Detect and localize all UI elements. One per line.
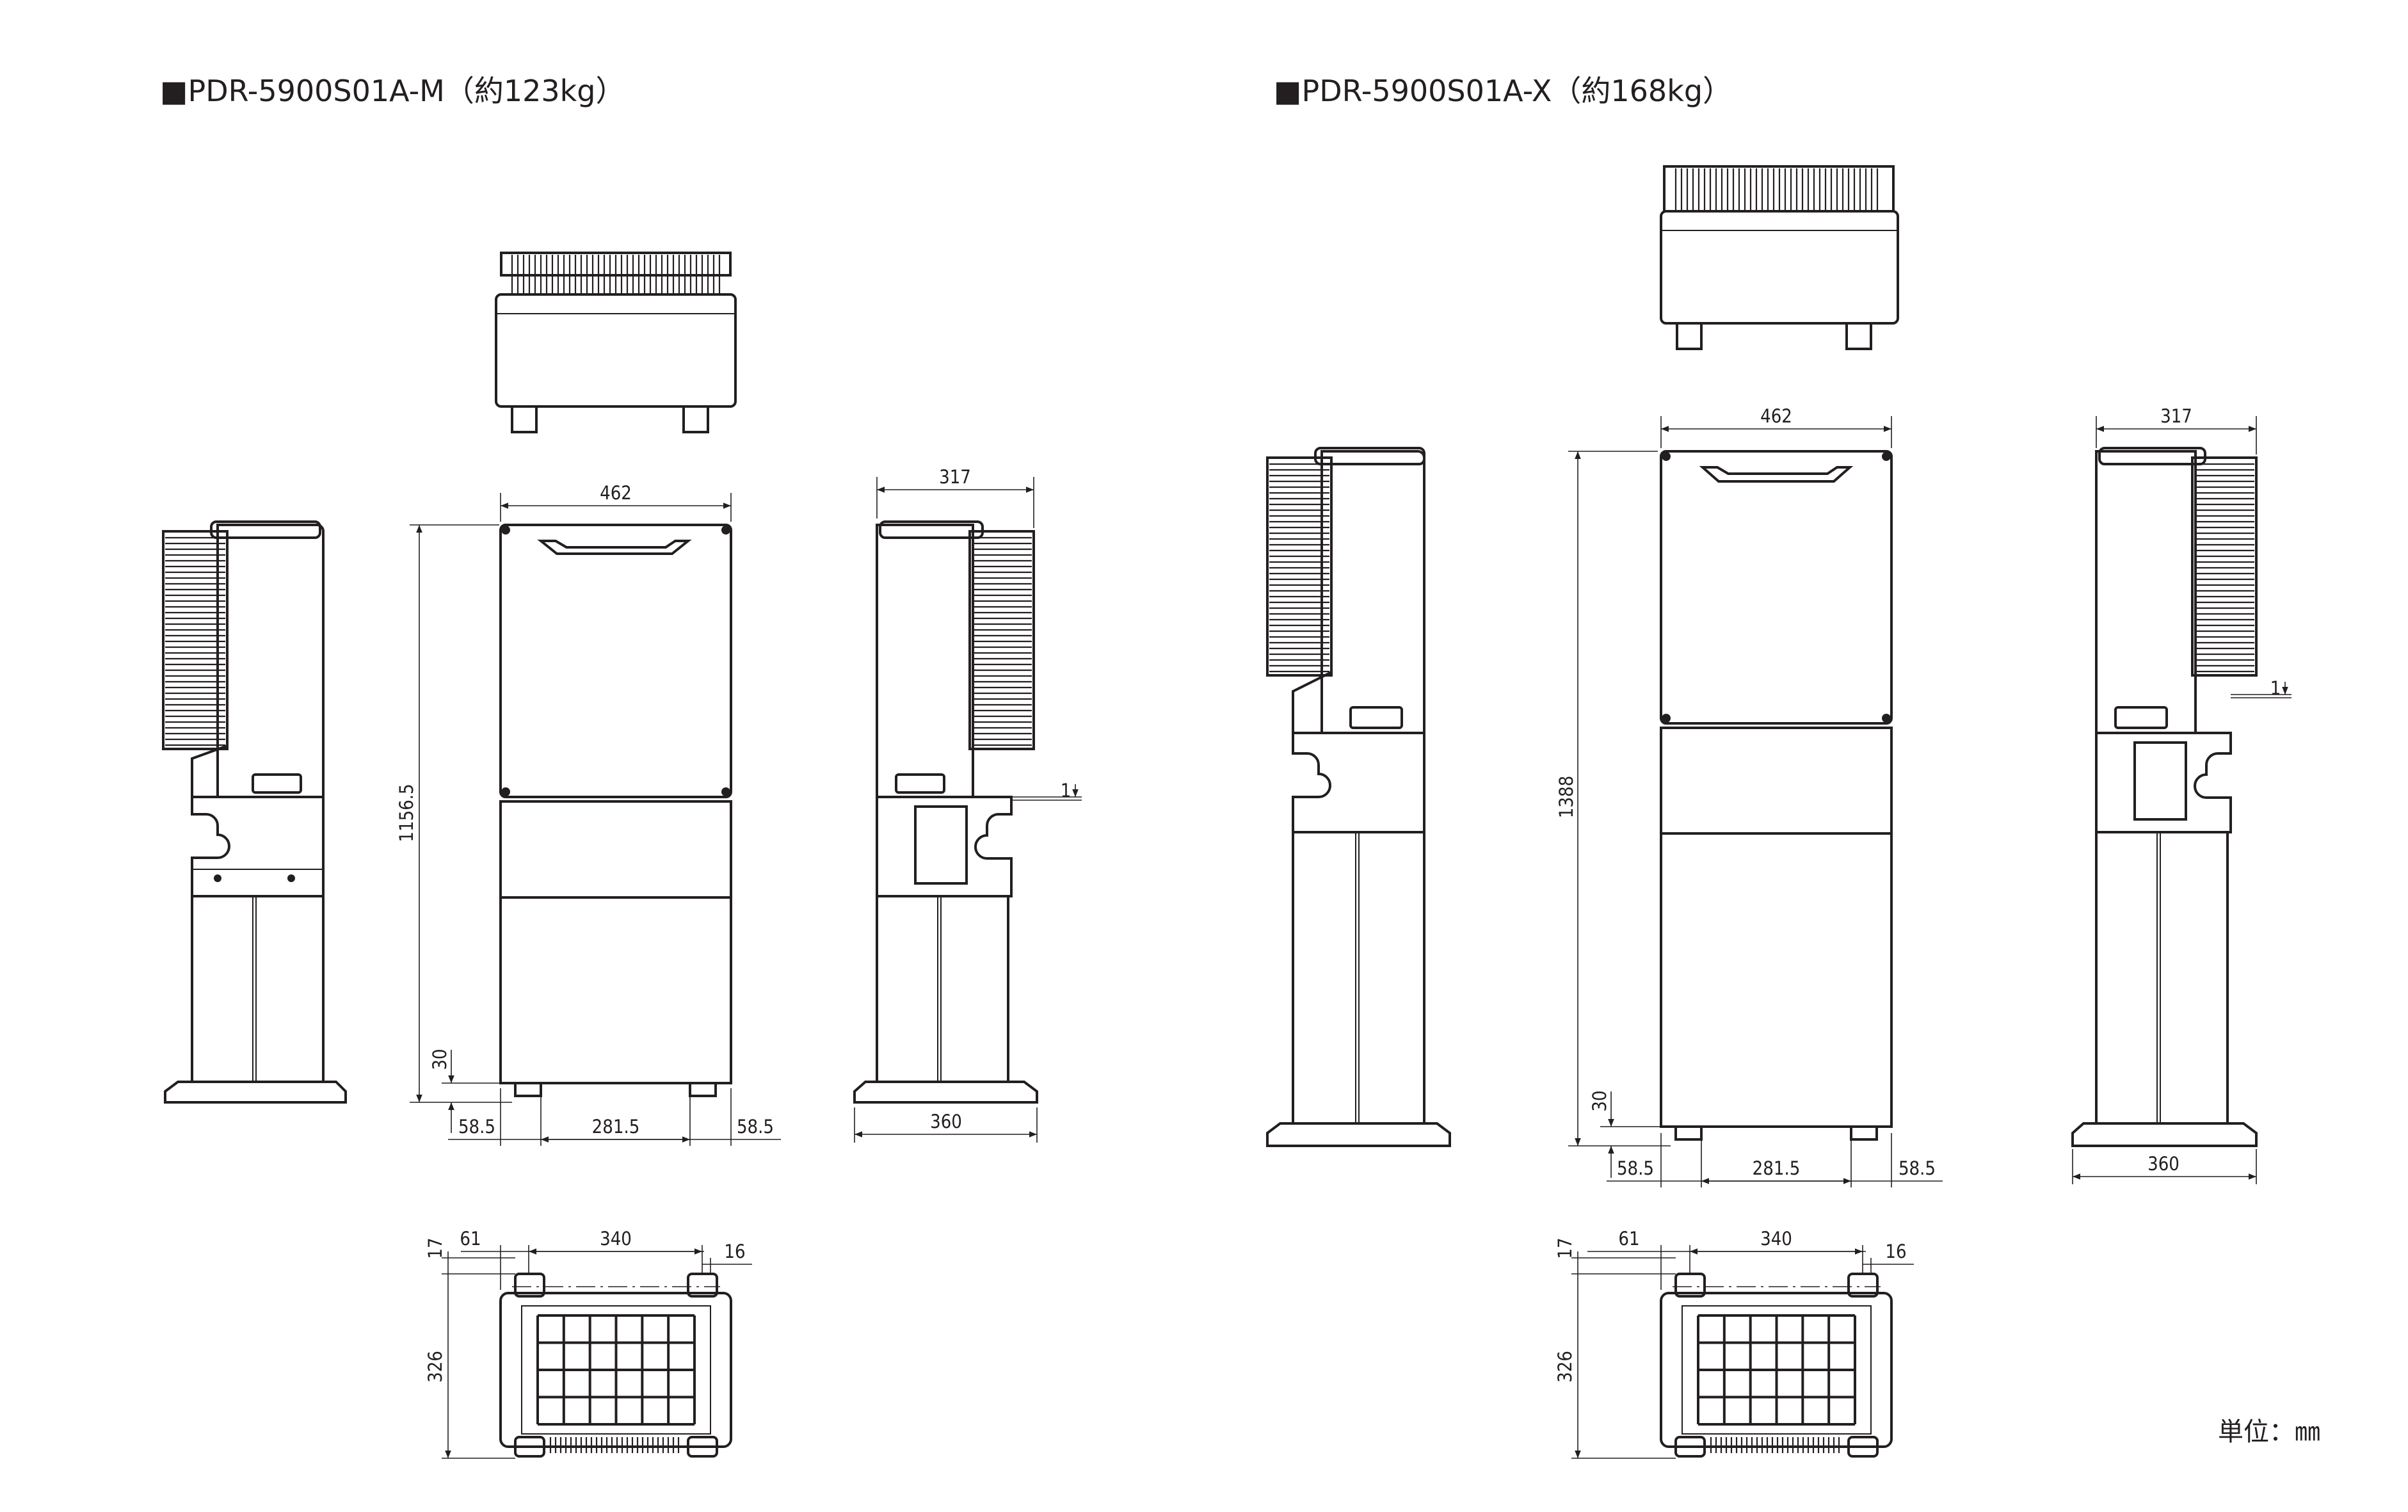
side-heatsink bbox=[162, 530, 229, 750]
rside-heatsink bbox=[968, 530, 1035, 750]
dim-depth: 317 bbox=[2160, 405, 2192, 427]
unit-label: 単位：㎜ bbox=[2218, 1417, 2320, 1447]
rside-base bbox=[853, 1081, 1038, 1104]
rside-body bbox=[876, 524, 974, 798]
dim-base-depth: 360 bbox=[2147, 1153, 2179, 1175]
dim-bottom-326: 326 bbox=[424, 1351, 446, 1383]
dim-foot-height: 30 bbox=[429, 1049, 451, 1070]
top-view-fins bbox=[511, 255, 721, 296]
dim-height: 1156.5 bbox=[396, 784, 417, 842]
dim-foot-offset-right: 58.5 bbox=[737, 1116, 774, 1138]
side-base bbox=[164, 1081, 347, 1104]
front-middle-panel bbox=[499, 800, 732, 899]
front-feet bbox=[514, 1083, 717, 1097]
model-x-drawing: ■PDR-5900S01A-X（約168kg） bbox=[1266, 74, 2292, 1459]
dim-foot-offset-left: 58.5 bbox=[1617, 1157, 1654, 1179]
side-column bbox=[191, 796, 325, 897]
model-x-left-side-view bbox=[1266, 447, 1451, 1147]
dim-gap: 1 bbox=[2270, 677, 2281, 699]
model-m-right-side-view bbox=[853, 520, 1038, 1104]
dim-foot-span: 281.5 bbox=[1753, 1157, 1801, 1179]
model-m-drawing: ■PDR-5900S01A-M（約123kg） bbox=[160, 74, 1082, 1459]
model-m-front-view bbox=[499, 524, 732, 1097]
dim-foot-height: 30 bbox=[1589, 1090, 1610, 1111]
model-x-right-side-view bbox=[2071, 447, 2258, 1147]
model-m-left-side-view bbox=[162, 520, 347, 1104]
model-x-dimensions: 462 317 1388 30 58.5 281.5 58.5 bbox=[1554, 405, 2292, 1459]
dim-foot-offset-left: 58.5 bbox=[458, 1116, 495, 1138]
dim-height: 1388 bbox=[1555, 776, 1577, 818]
rside-stand bbox=[876, 895, 1009, 1083]
front-handle bbox=[537, 540, 692, 555]
model-x-top-view bbox=[1660, 165, 1899, 350]
dim-bottom-16: 16 bbox=[724, 1241, 745, 1262]
side-body bbox=[216, 524, 325, 798]
model-m-top-view bbox=[495, 252, 737, 433]
model-m-dimensions: 462 317 1156.5 30 58.5 281.5 58.5 bbox=[396, 466, 1082, 1459]
dim-bottom-326: 326 bbox=[1554, 1351, 1576, 1383]
model-m-bottom-view bbox=[499, 1273, 732, 1458]
dim-bottom-340: 340 bbox=[1760, 1228, 1792, 1250]
bottom-frame bbox=[499, 1292, 732, 1448]
front-lower-panel bbox=[499, 896, 732, 1084]
model-x-bottom-view bbox=[1660, 1273, 1893, 1458]
model-x-title: ■PDR-5900S01A-X（約168kg） bbox=[1274, 74, 1732, 108]
dim-bottom-61: 61 bbox=[460, 1228, 481, 1250]
dim-gap: 1 bbox=[1061, 780, 1072, 801]
dim-depth: 317 bbox=[939, 466, 971, 488]
dim-foot-offset-right: 58.5 bbox=[1898, 1157, 1936, 1179]
side-stand bbox=[191, 895, 325, 1083]
rside-column bbox=[876, 796, 1013, 897]
dim-foot-span: 281.5 bbox=[592, 1116, 640, 1138]
model-x-front-view bbox=[1660, 450, 1893, 1141]
dim-bottom-17: 17 bbox=[424, 1237, 446, 1259]
front-upper-panel bbox=[499, 524, 732, 798]
model-m-title: ■PDR-5900S01A-M（約123kg） bbox=[160, 74, 625, 108]
top-view-body bbox=[495, 293, 737, 408]
dim-bottom-61: 61 bbox=[1618, 1228, 1639, 1250]
dim-width: 462 bbox=[600, 482, 632, 504]
dim-bottom-17: 17 bbox=[1554, 1237, 1576, 1259]
dim-bottom-16: 16 bbox=[1885, 1241, 1906, 1262]
dim-bottom-340: 340 bbox=[600, 1228, 632, 1250]
rside-plate bbox=[914, 805, 968, 885]
top-view-feet bbox=[511, 406, 709, 433]
dim-width: 462 bbox=[1760, 405, 1792, 427]
dim-base-depth: 360 bbox=[930, 1111, 962, 1132]
